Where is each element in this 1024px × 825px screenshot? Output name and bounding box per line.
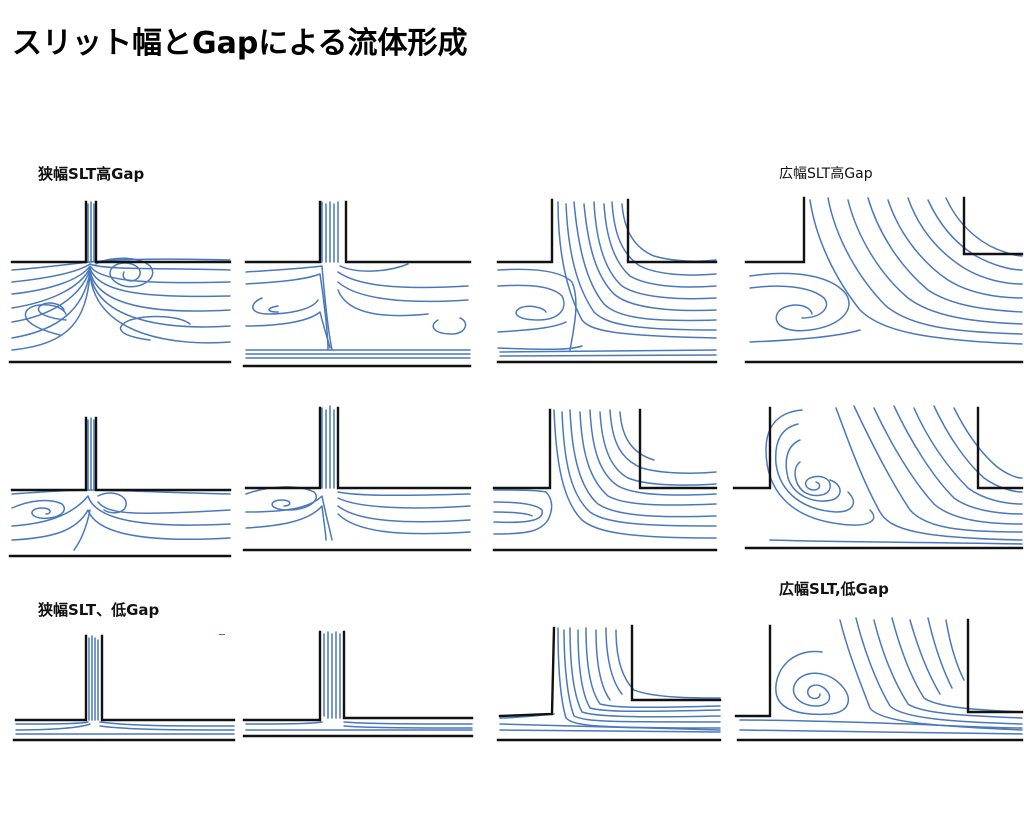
- streamlines: [245, 405, 471, 541]
- wall-right: [630, 624, 722, 702]
- wall-left: [732, 406, 772, 490]
- flow-diagram-r3-medium-narrow: [242, 630, 474, 738]
- flow-diagram-r2-medium-wide: [492, 408, 718, 552]
- wall-left: [734, 624, 772, 718]
- flow-diagram-r3-wide: [734, 617, 1024, 742]
- wall-right: [626, 198, 718, 264]
- streamlines: [245, 201, 471, 359]
- streamlines: [11, 201, 231, 351]
- stray-mark: [219, 634, 225, 635]
- flow-diagram-r2-medium-narrow: [242, 405, 472, 552]
- wall-left: [744, 196, 806, 264]
- label-narrow-low-gap: 狭幅SLT、低Gap: [38, 601, 160, 619]
- flow-diagram-r1-wide: [744, 196, 1024, 364]
- flow-diagram-r3-medium-wide: [496, 624, 722, 742]
- wall-left: [10, 200, 88, 264]
- flow-diagram-r3-narrow: [12, 634, 236, 742]
- flow-diagram-r1-medium-wide: [496, 198, 718, 364]
- wall-left: [242, 630, 322, 722]
- label-wide-low-gap: 広幅SLT,低Gap: [779, 580, 889, 598]
- wall-left: [496, 198, 554, 264]
- streamlines: [765, 405, 1023, 545]
- wall-left: [498, 626, 556, 718]
- streamlines: [15, 635, 235, 735]
- label-wide-high-gap: 広幅SLT高Gap: [779, 166, 873, 182]
- wall-right: [638, 408, 718, 490]
- streamlines: [245, 631, 473, 731]
- wall-right: [962, 196, 1024, 256]
- wall-right: [342, 630, 474, 720]
- wall-left: [10, 416, 88, 492]
- wall-right: [966, 618, 1024, 714]
- wall-right: [344, 200, 472, 264]
- wall-right: [94, 200, 232, 264]
- wall-right: [976, 406, 1024, 490]
- wall-left: [244, 406, 322, 490]
- flow-diagram-r2-narrow: [8, 416, 232, 558]
- wall-left: [14, 634, 88, 722]
- wall-right: [336, 406, 472, 490]
- streamlines: [497, 201, 717, 357]
- streamlines: [739, 617, 1023, 735]
- streamlines: [493, 409, 717, 539]
- wall-left: [244, 200, 322, 264]
- flow-diagram-r2-wide: [732, 405, 1024, 550]
- page-title: スリット幅とGapによる流体形成: [12, 26, 468, 61]
- wall-right: [100, 634, 236, 722]
- streamlines: [749, 197, 1023, 345]
- streamlines: [499, 627, 721, 733]
- wall-right: [94, 416, 232, 492]
- flow-diagram-r1-medium-narrow: [242, 200, 472, 368]
- flow-diagram-r1-narrow: [8, 200, 232, 364]
- wall-left: [492, 408, 552, 490]
- streamlines: [11, 417, 231, 551]
- label-narrow-high-gap: 狭幅SLT高Gap: [38, 165, 145, 183]
